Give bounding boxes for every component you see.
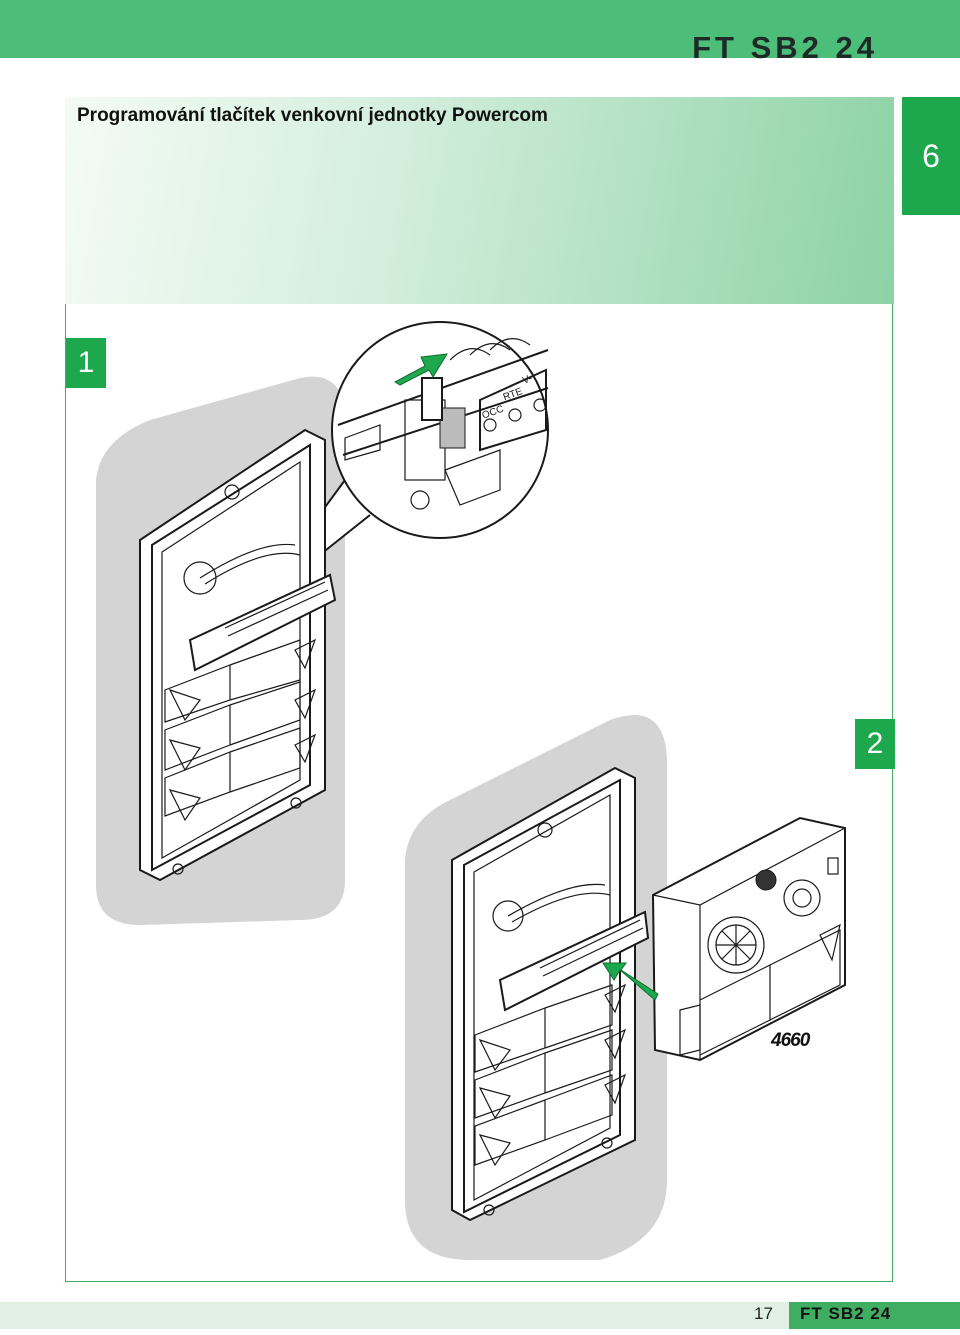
header-doc-code: FT SB2 24 bbox=[692, 30, 878, 65]
page-title: Programování tlačítek venkovní jednotky … bbox=[77, 105, 548, 126]
top-bar bbox=[0, 0, 960, 58]
mount-arrow-icon bbox=[602, 962, 659, 1001]
footer-doc-code: FT SB2 24 bbox=[800, 1304, 892, 1323]
audio-module-4660 bbox=[651, 816, 846, 1062]
zoom-detail: OCC RTE V- bbox=[337, 338, 549, 510]
outdoor-unit-frame-2 bbox=[451, 766, 650, 1222]
step-badge-1: 1 bbox=[66, 338, 106, 388]
page-number: 17 bbox=[754, 1304, 773, 1323]
step-badge-2: 2 bbox=[855, 719, 895, 769]
model-label: 4660 bbox=[771, 1030, 810, 1051]
header-panel bbox=[65, 97, 894, 304]
footer-code-panel bbox=[789, 1302, 960, 1329]
outdoor-unit-frame-1 bbox=[139, 428, 337, 882]
zoom-label-v: V- bbox=[521, 373, 534, 387]
content-frame bbox=[65, 304, 893, 1282]
insert-arrow-icon bbox=[393, 353, 448, 386]
chapter-tab: 6 bbox=[902, 97, 960, 215]
